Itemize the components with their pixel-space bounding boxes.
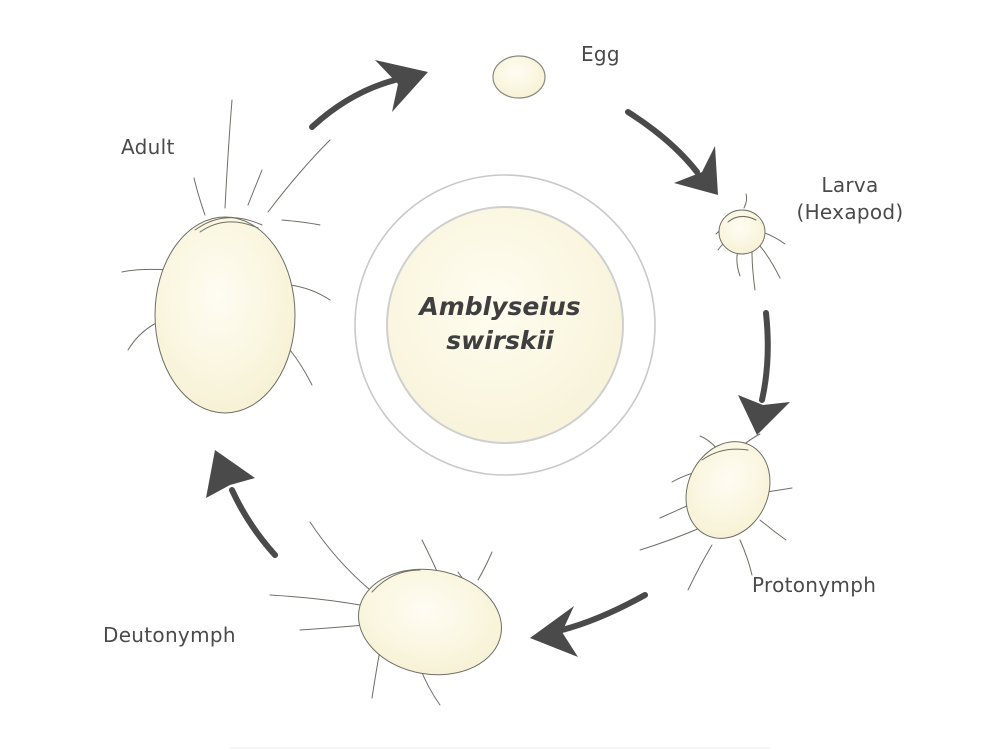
stage-label-deutonymph: Deutonymph <box>103 623 236 647</box>
adult-illustration <box>121 99 331 414</box>
arrow-egg-to-larva <box>625 109 718 195</box>
cycle-arrows <box>206 60 790 657</box>
stage-label-egg: Egg <box>581 42 620 66</box>
stage-label-larva: Larva (Hexapod) <box>791 172 909 226</box>
arrow-protonymph-to-deutonymph <box>530 592 648 657</box>
center-badge <box>354 174 656 476</box>
species-genus: Amblyseius <box>419 292 581 321</box>
inner-disc <box>386 206 624 444</box>
stage-label-protonymph: Protonymph <box>752 573 877 597</box>
stage-label-larva-line2: (Hexapod) <box>796 200 904 224</box>
larva-illustration <box>715 193 786 291</box>
arrow-adult-to-egg <box>309 60 428 130</box>
deutonymph-illustration <box>269 521 502 706</box>
species-name: Amblyseius swirskii <box>380 290 620 358</box>
species-epithet: swirskii <box>446 326 554 355</box>
arrow-deutonymph-to-adult <box>206 450 278 558</box>
protonymph-illustration <box>639 433 793 591</box>
stage-label-adult: Adult <box>121 135 175 159</box>
stage-label-larva-line1: Larva <box>821 173 879 197</box>
egg-illustration <box>492 55 546 99</box>
arrow-larva-to-protonymph <box>738 310 790 435</box>
